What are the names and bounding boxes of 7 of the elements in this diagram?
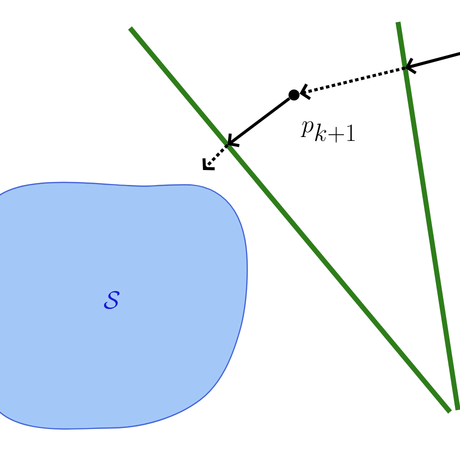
dotted-arrow (300, 66, 406, 100)
point-label: $p_{k+1}$ (300, 121, 355, 143)
dotted-arrow (202, 144, 229, 170)
line (396, 22, 460, 410)
arrow (228, 97, 290, 148)
arrow (405, 52, 460, 74)
point (288, 90, 300, 100)
